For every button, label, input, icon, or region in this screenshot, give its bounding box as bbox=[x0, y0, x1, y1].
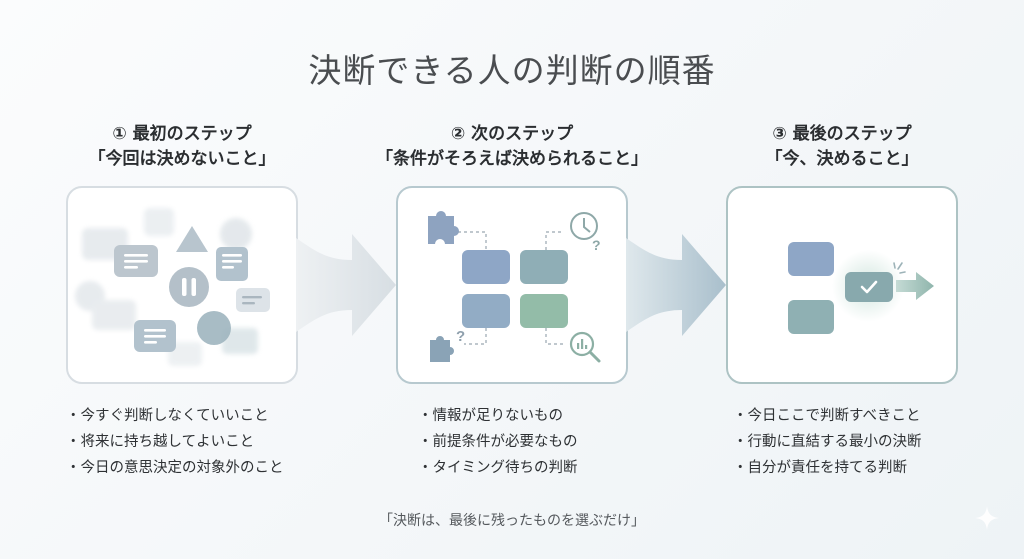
list-item: 行動に直結する最小の決断 bbox=[733, 429, 922, 455]
list-item: 今日ここで判断すべきこと bbox=[733, 403, 922, 429]
puzzle-piece-icon bbox=[428, 211, 459, 244]
puzzle-piece-question-icon: ? bbox=[430, 328, 465, 362]
page-title: 決断できる人の判断の順番 bbox=[308, 51, 716, 90]
step-2-card: ? ? bbox=[396, 186, 628, 384]
flow-arrow-1-icon bbox=[296, 234, 396, 336]
list-item: 前提条件が必要なもの bbox=[418, 429, 578, 455]
step-2-subheading: 「条件がそろえば決められること」 bbox=[376, 149, 648, 169]
blue-block bbox=[462, 250, 510, 284]
step-1-subheading: 「今回は決めないこと」 bbox=[88, 149, 276, 169]
svg-text:?: ? bbox=[592, 237, 601, 253]
step-1-header: ① 最初のステップ 「今回は決めないこと」 bbox=[32, 122, 332, 172]
list-item: 情報が足りないもの bbox=[418, 403, 578, 429]
blurred-background-shapes bbox=[75, 208, 258, 366]
teal-block bbox=[788, 300, 834, 334]
green-block bbox=[520, 294, 568, 328]
magnifier-chart-icon bbox=[569, 331, 601, 363]
step-3-heading: ③ 最後のステップ bbox=[772, 124, 912, 144]
step-2-heading: ② 次のステップ bbox=[450, 124, 574, 144]
note-card-icon bbox=[236, 288, 270, 312]
list-item: タイミング待ちの判断 bbox=[418, 455, 578, 481]
step-1-heading: ① 最初のステップ bbox=[112, 124, 252, 144]
step-2-header: ② 次のステップ 「条件がそろえば決められること」 bbox=[362, 122, 662, 172]
step-3-subheading: 「今、決めること」 bbox=[765, 149, 919, 169]
forward-arrow-icon bbox=[896, 272, 934, 300]
step-2-bullet-list: 情報が足りないもの 前提条件が必要なもの タイミング待ちの判断 bbox=[418, 403, 578, 481]
step-3-header: ③ 最後のステップ 「今、決めること」 bbox=[692, 122, 992, 172]
list-item: 今日の意思決定の対象外のこと bbox=[66, 455, 284, 481]
pause-icon bbox=[169, 267, 209, 307]
sparkle-icon bbox=[975, 506, 999, 530]
list-item: 将来に持ち越してよいこと bbox=[66, 429, 284, 455]
clock-question-icon: ? bbox=[570, 212, 601, 253]
decision-illustration bbox=[788, 242, 934, 334]
step-1-card bbox=[66, 186, 298, 384]
note-card-icon bbox=[216, 247, 248, 281]
list-item: 今すぐ判断しなくていいこと bbox=[66, 403, 284, 429]
teal-block bbox=[520, 250, 568, 284]
scattered-items-illustration bbox=[75, 208, 270, 366]
checked-card-icon bbox=[845, 272, 893, 302]
note-card-icon bbox=[134, 320, 176, 352]
dashed-connectors bbox=[458, 231, 564, 345]
list-item: 自分が責任を持てる判断 bbox=[733, 455, 922, 481]
conditional-grid-illustration: ? ? bbox=[428, 211, 601, 363]
step-3-bullet-list: 今日ここで判断すべきこと 行動に直結する最小の決断 自分が責任を持てる判断 bbox=[733, 403, 922, 481]
flow-arrow-2-icon bbox=[626, 234, 726, 336]
blue-block bbox=[788, 242, 834, 276]
spark-lines-icon bbox=[893, 262, 906, 274]
note-card-icon bbox=[114, 245, 158, 277]
circle-shape-icon bbox=[197, 311, 231, 345]
step-1-bullet-list: 今すぐ判断しなくていいこと 将来に持ち越してよいこと 今日の意思決定の対象外のこ… bbox=[66, 403, 284, 481]
step-3-card bbox=[726, 186, 958, 384]
blue-block bbox=[462, 294, 510, 328]
footer-quote: 「決断は、最後に残ったものを選ぶだけ」 bbox=[379, 513, 645, 529]
svg-text:?: ? bbox=[456, 328, 465, 345]
triangle-icon bbox=[176, 226, 208, 252]
